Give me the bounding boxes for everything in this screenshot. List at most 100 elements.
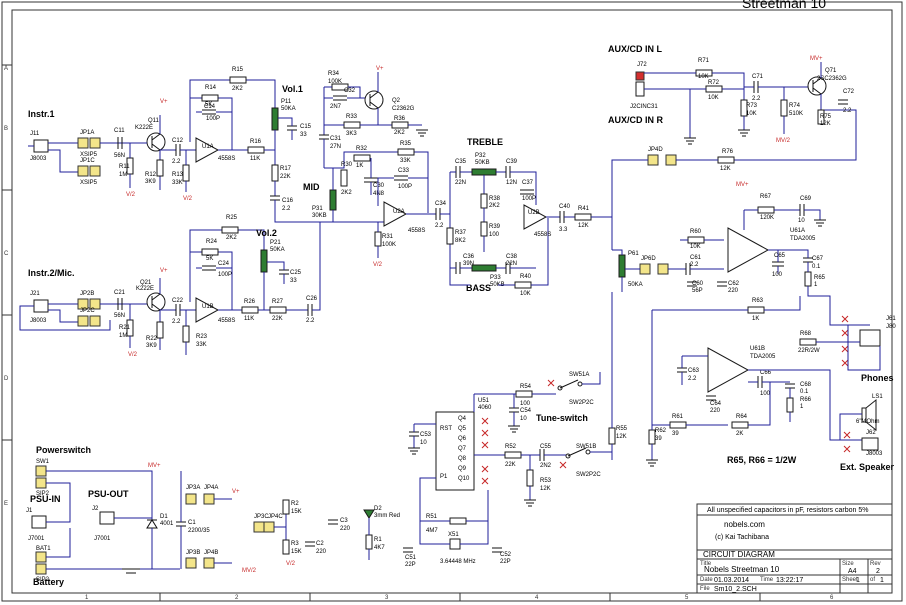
svg-text:C31: C31 bbox=[330, 136, 342, 142]
svg-text:C24: C24 bbox=[218, 261, 230, 267]
cap-c65: C65 100 bbox=[768, 249, 786, 278]
svg-text:3mm Red: 3mm Red bbox=[374, 513, 400, 519]
svg-text:JP4D: JP4D bbox=[648, 147, 663, 153]
jack-j72: J72 J2CINC31 bbox=[630, 62, 658, 110]
jack-j61: J61 J80 bbox=[841, 315, 896, 367]
cap-c51: C51 22P bbox=[403, 547, 417, 568]
svg-text:R64: R64 bbox=[736, 414, 748, 420]
svg-text:33: 33 bbox=[290, 278, 297, 284]
col-label-6: 6 bbox=[830, 595, 834, 601]
svg-text:U2A: U2A bbox=[393, 209, 405, 215]
svg-text:50KA: 50KA bbox=[281, 106, 296, 112]
cap-c69: C69 10 bbox=[798, 196, 821, 224]
svg-text:1K: 1K bbox=[356, 163, 363, 169]
svg-text:RST: RST bbox=[440, 426, 452, 432]
supply-v2-1: V/2 bbox=[126, 192, 136, 198]
svg-text:JP1C: JP1C bbox=[80, 158, 95, 164]
resistor-r17: R17 22K bbox=[271, 164, 292, 182]
svg-text:JP3C: JP3C bbox=[254, 514, 269, 520]
svg-text:2.2: 2.2 bbox=[752, 96, 761, 102]
svg-text:C16: C16 bbox=[282, 198, 294, 204]
svg-text:C64: C64 bbox=[710, 401, 722, 407]
resistor-r62: R62 39 bbox=[648, 310, 667, 460]
svg-text:22K: 22K bbox=[505, 462, 516, 468]
svg-text:TDA2005: TDA2005 bbox=[790, 236, 816, 242]
svg-text:10K: 10K bbox=[708, 95, 719, 101]
svg-text:JP6D: JP6D bbox=[641, 256, 656, 262]
title-date-label: Date bbox=[700, 577, 713, 583]
svg-text:U51: U51 bbox=[478, 398, 490, 404]
supply-v-4: V+ bbox=[232, 489, 240, 495]
svg-text:2K2: 2K2 bbox=[394, 130, 405, 136]
svg-text:J72: J72 bbox=[637, 62, 647, 68]
resistor-r27: R27 22K bbox=[269, 299, 287, 322]
cap-c60: C60 56P bbox=[687, 281, 704, 294]
supply-v-3: V+ bbox=[376, 66, 384, 72]
svg-text:100: 100 bbox=[489, 232, 500, 238]
resistor-r63: R63 1K bbox=[652, 296, 801, 322]
svg-text:C67: C67 bbox=[812, 256, 824, 262]
svg-text:39: 39 bbox=[672, 431, 679, 437]
svg-text:P21: P21 bbox=[270, 240, 281, 246]
cap-c61: C61 2.2 bbox=[685, 255, 702, 275]
label-psu-out: PSU-OUT bbox=[88, 489, 129, 499]
svg-text:XSIP5: XSIP5 bbox=[80, 152, 98, 158]
svg-text:R23: R23 bbox=[196, 334, 208, 340]
cap-c39: C39 12N bbox=[505, 159, 537, 205]
svg-text:SIP2: SIP2 bbox=[36, 577, 50, 583]
ground-symbol-6 bbox=[508, 425, 520, 433]
svg-text:C38: C38 bbox=[506, 254, 518, 260]
svg-text:R35: R35 bbox=[400, 141, 412, 147]
row-label-e: E bbox=[4, 501, 8, 507]
resistor-r32: R32 1K bbox=[353, 146, 371, 169]
resistor-r30: R30 2K2 bbox=[340, 162, 353, 196]
svg-text:R40: R40 bbox=[520, 274, 532, 280]
resistor-r53: R53 12K bbox=[526, 455, 552, 500]
resistor-r21: R21 1M bbox=[119, 304, 134, 348]
svg-text:3.3: 3.3 bbox=[559, 227, 568, 233]
svg-text:6"/4Ohm: 6"/4Ohm bbox=[856, 419, 879, 425]
resistor-r41: R41 12K bbox=[574, 206, 592, 229]
label-aux-r: AUX/CD IN R bbox=[608, 115, 664, 125]
resistor-r60: R60 10K bbox=[680, 229, 724, 250]
svg-text:SW2P2C: SW2P2C bbox=[569, 400, 594, 406]
svg-text:2.2: 2.2 bbox=[282, 206, 291, 212]
opamp-u1a: U1A 4558S bbox=[195, 137, 235, 163]
svg-text:0.1: 0.1 bbox=[800, 389, 809, 395]
svg-text:R33: R33 bbox=[346, 114, 358, 120]
svg-text:D2: D2 bbox=[374, 506, 382, 512]
svg-text:R51: R51 bbox=[426, 514, 438, 520]
svg-text:R68: R68 bbox=[800, 331, 812, 337]
title-date: 01.03.2014 bbox=[714, 577, 749, 584]
svg-text:22N: 22N bbox=[506, 261, 517, 267]
svg-text:R24: R24 bbox=[206, 239, 218, 245]
svg-text:Q9: Q9 bbox=[458, 466, 467, 472]
svg-text:4558S: 4558S bbox=[408, 228, 425, 234]
svg-text:12K: 12K bbox=[578, 223, 589, 229]
svg-text:J62: J62 bbox=[866, 430, 876, 436]
jumper-jp3c: JP3C JP4C bbox=[253, 514, 283, 533]
svg-text:C32: C32 bbox=[344, 88, 356, 94]
svg-text:K222E: K222E bbox=[135, 125, 153, 131]
svg-text:27N: 27N bbox=[330, 144, 341, 150]
svg-text:C60: C60 bbox=[692, 281, 704, 287]
supply-mv-2: MV+ bbox=[736, 182, 749, 188]
svg-text:2SC2362G: 2SC2362G bbox=[817, 76, 847, 82]
svg-text:R26: R26 bbox=[244, 299, 256, 305]
cap-c68: C68 0.1 bbox=[785, 382, 812, 395]
svg-text:SW51A: SW51A bbox=[569, 372, 589, 378]
supply-mv2-1: MV/2 bbox=[776, 138, 791, 144]
svg-text:Q2: Q2 bbox=[392, 98, 401, 104]
svg-text:56N: 56N bbox=[114, 313, 125, 319]
svg-text:R22: R22 bbox=[146, 336, 158, 342]
svg-text:R66: R66 bbox=[800, 397, 812, 403]
svg-text:SW1: SW1 bbox=[36, 459, 50, 465]
col-label-3: 3 bbox=[385, 595, 389, 601]
resistor-r14: R14 5K bbox=[201, 85, 219, 108]
jumper-jp4d: JP4D bbox=[647, 147, 677, 166]
svg-text:P31: P31 bbox=[312, 206, 323, 212]
svg-text:12K: 12K bbox=[820, 121, 831, 127]
jumper-jp1a: JP1A XSIP5 bbox=[77, 130, 101, 158]
label-bass: BASS bbox=[466, 283, 491, 293]
ground-symbol-2 bbox=[738, 129, 750, 137]
